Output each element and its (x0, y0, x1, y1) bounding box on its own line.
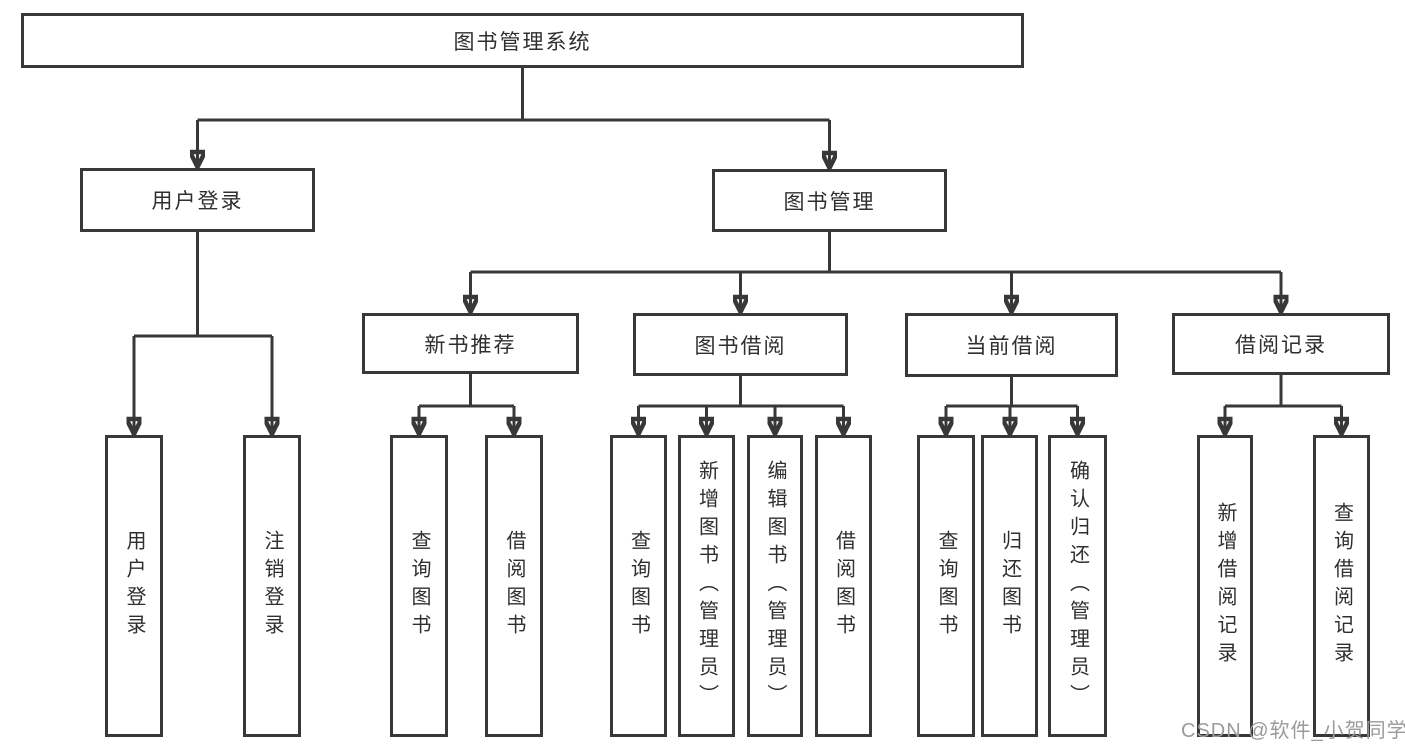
leaf-label-record-add-borrow-record: 新增借阅记录 (1214, 502, 1236, 670)
leaf-borrow-borrow-books: 借阅图书 (815, 435, 872, 737)
node-book-borrow: 图书借阅 (633, 313, 848, 376)
leaf-current-return-books: 归还图书 (981, 435, 1038, 737)
leaf-label-newrec-query-books: 查询图书 (408, 530, 430, 642)
node-label-book-management: 图书管理 (783, 190, 876, 214)
leaf-borrow-add-books-admin: 新增图书（管理员） (678, 435, 735, 737)
leaf-label-borrow-borrow-books: 借阅图书 (832, 530, 855, 642)
node-system-root: 图书管理系统 (21, 13, 1024, 68)
connector-new-book-recommend-branch (419, 374, 514, 434)
leaf-label-current-confirm-return-admin: 确认归还（管理员） (1066, 460, 1089, 712)
leaf-record-add-borrow-record: 新增借阅记录 (1197, 435, 1253, 737)
leaf-current-confirm-return-admin: 确认归还（管理员） (1048, 435, 1107, 737)
node-borrow-records: 借阅记录 (1172, 313, 1390, 375)
node-label-book-borrow: 图书借阅 (694, 334, 787, 358)
node-user-login: 用户登录 (80, 168, 315, 232)
connector-book-borrow-branch (639, 376, 844, 434)
node-label-new-book-recommend: 新书推荐 (424, 333, 517, 357)
leaf-newrec-borrow-books: 借阅图书 (485, 435, 543, 737)
node-book-management: 图书管理 (712, 169, 947, 232)
node-new-book-recommend: 新书推荐 (362, 313, 579, 374)
leaf-label-record-query-borrow-record: 查询借阅记录 (1330, 502, 1353, 670)
csdn-watermark: CSDN @软件_小贺同学 (1181, 720, 1405, 742)
leaf-borrow-edit-books-admin: 编辑图书（管理员） (747, 435, 803, 737)
leaf-current-query-books: 查询图书 (917, 435, 975, 737)
node-label-system-root: 图书管理系统 (453, 30, 592, 54)
leaf-label-borrow-edit-books-admin: 编辑图书（管理员） (764, 460, 786, 712)
leaf-record-query-borrow-record: 查询借阅记录 (1313, 435, 1370, 737)
leaf-label-logout: 注销登录 (261, 530, 283, 642)
node-label-current-borrow: 当前借阅 (965, 335, 1058, 358)
node-label-user-login: 用户登录 (151, 190, 244, 213)
connector-current-borrow-branch (946, 377, 1078, 434)
connector-user-login-branch (134, 232, 272, 434)
leaf-label-borrow-query-books: 查询图书 (627, 530, 650, 642)
connector-book-management-branch (471, 232, 1282, 312)
leaf-label-newrec-borrow-books: 借阅图书 (503, 530, 525, 642)
node-current-borrow: 当前借阅 (905, 313, 1118, 377)
connector-root-to-level2 (198, 68, 830, 168)
node-label-borrow-records: 借阅记录 (1235, 334, 1327, 357)
leaf-borrow-query-books: 查询图书 (610, 435, 667, 737)
leaf-label-current-return-books: 归还图书 (998, 530, 1021, 642)
leaf-newrec-query-books: 查询图书 (390, 435, 448, 737)
leaf-label-borrow-add-books-admin: 新增图书（管理员） (695, 460, 718, 712)
leaf-label-user-login: 用户登录 (123, 530, 145, 642)
connector-borrow-records-branch (1225, 375, 1342, 434)
leaf-user-login: 用户登录 (105, 435, 163, 737)
leaf-label-current-query-books: 查询图书 (935, 530, 957, 642)
leaf-logout: 注销登录 (243, 435, 301, 737)
